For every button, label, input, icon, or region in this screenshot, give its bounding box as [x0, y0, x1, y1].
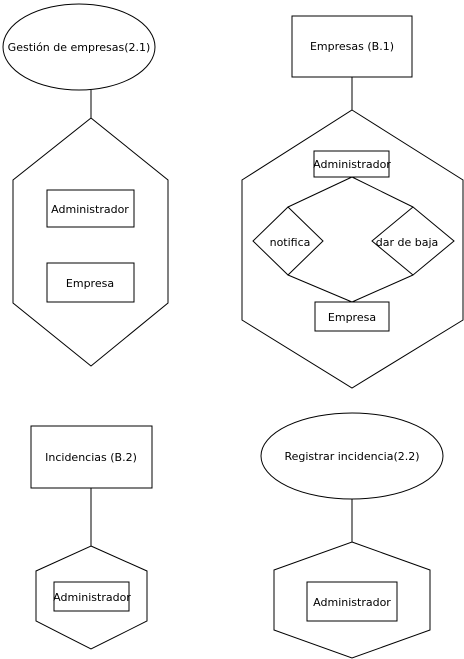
box-empresa-label: Empresa [66, 277, 114, 290]
box-incidencias-title-label: Incidencias (B.2) [45, 451, 137, 464]
box-administrador-label: Administrador [51, 203, 129, 216]
diamond-notifica [252, 206, 324, 276]
diagram-gestion-empresas: Gestión de empresas(2.1) Administrador E… [2, 3, 169, 367]
relation-line [351, 274, 414, 303]
box-empresa [46, 262, 135, 303]
box-empresas-title-label: Empresas (B.1) [310, 40, 394, 53]
box-administrador-label: Administrador [53, 591, 131, 604]
ellipse-label: Registrar incidencia(2.2) [284, 450, 419, 463]
diagram-registrar-incidencia: Registrar incidencia(2.2) Administrador [260, 412, 444, 659]
box-administrador [46, 189, 135, 228]
ellipse-registrar-incidencia [260, 412, 444, 500]
relation-line [287, 274, 353, 303]
ellipse-label: Gestión de empresas(2.1) [8, 41, 151, 54]
relation-line [351, 176, 414, 208]
diamond-notifica-label: notifica [270, 236, 311, 249]
diagram-empresas: Empresas (B.1) Administrador notifica da… [241, 15, 464, 389]
diagram-incidencias: Incidencias (B.2) Administrador [30, 425, 153, 650]
hexagon-gestion-empresas [12, 117, 169, 367]
box-administrador-label: Administrador [313, 158, 391, 171]
box-empresas-title [291, 15, 413, 78]
box-empresa-label: Empresa [328, 311, 376, 324]
box-incidencias-title [30, 425, 153, 489]
ellipse-gestion-empresas [2, 3, 156, 91]
diamond-dar-de-baja [371, 206, 455, 276]
box-administrador [306, 581, 398, 622]
hexagon-empresas [241, 109, 464, 389]
box-administrador-label: Administrador [313, 596, 391, 609]
box-administrador [313, 150, 390, 178]
box-administrador [53, 581, 130, 612]
box-empresa [314, 301, 390, 332]
diamond-dar-de-baja-label: dar de baja [376, 236, 439, 249]
relation-line [287, 176, 353, 208]
